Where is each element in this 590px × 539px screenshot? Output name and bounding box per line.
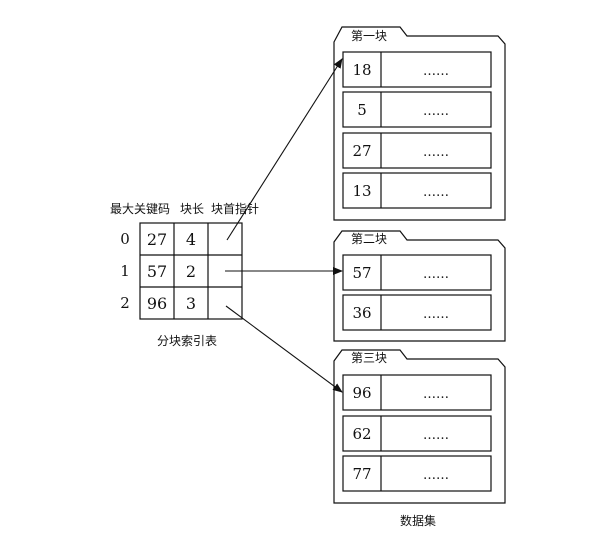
block-title: 第三块: [351, 351, 387, 365]
index-max-key: 27: [147, 230, 167, 249]
record-key: 5: [357, 101, 367, 119]
row-number: 0: [120, 230, 130, 248]
block-folder-frame: [333, 26, 506, 221]
record-data: ……: [423, 104, 449, 119]
index-max-key: 57: [147, 262, 167, 281]
pointer-arrow-block-3: [225, 305, 343, 393]
block-title: 第二块: [351, 232, 387, 246]
block-folder-frame: [333, 349, 506, 504]
record-data: ……: [423, 387, 449, 402]
header-max-key: 最大关键码: [110, 202, 170, 216]
record-data: ……: [423, 145, 449, 160]
data-block-3: 第三块 96 …… 62 …… 77 ……: [333, 349, 506, 504]
record-data: ……: [423, 468, 449, 483]
dataset-label: 数据集: [400, 513, 436, 528]
header-block-pointer: 块首指针: [211, 201, 259, 216]
record-key: 36: [352, 304, 371, 322]
record-key: 96: [352, 384, 371, 402]
block-folder-frame: [333, 230, 506, 342]
index-block-length: 2: [186, 262, 196, 281]
record-data: ……: [423, 307, 449, 322]
block-title: 第一块: [351, 29, 387, 43]
data-block-1: 第一块 18 …… 5 …… 27 …… 13 ……: [333, 26, 506, 221]
record-key: 13: [352, 182, 371, 200]
record-data: ……: [423, 428, 449, 443]
row-number: 2: [120, 294, 130, 312]
data-block-2: 第二块 57 …… 36 ……: [333, 230, 506, 342]
record-key: 62: [352, 425, 371, 443]
index-block-length: 4: [186, 230, 196, 249]
record-key: 27: [352, 142, 371, 160]
index-block-length: 3: [186, 294, 196, 313]
record-key: 77: [352, 465, 371, 483]
pointer-arrow-block-1: [226, 58, 343, 241]
index-max-key: 96: [147, 294, 167, 313]
record-data: ……: [423, 267, 449, 282]
record-key: 57: [352, 264, 371, 282]
record-data: ……: [423, 64, 449, 79]
index-table-caption: 分块索引表: [157, 334, 217, 348]
record-data: ……: [423, 185, 449, 200]
record-key: 18: [352, 61, 371, 79]
row-number: 1: [120, 262, 130, 280]
header-block-length: 块长: [180, 202, 204, 216]
